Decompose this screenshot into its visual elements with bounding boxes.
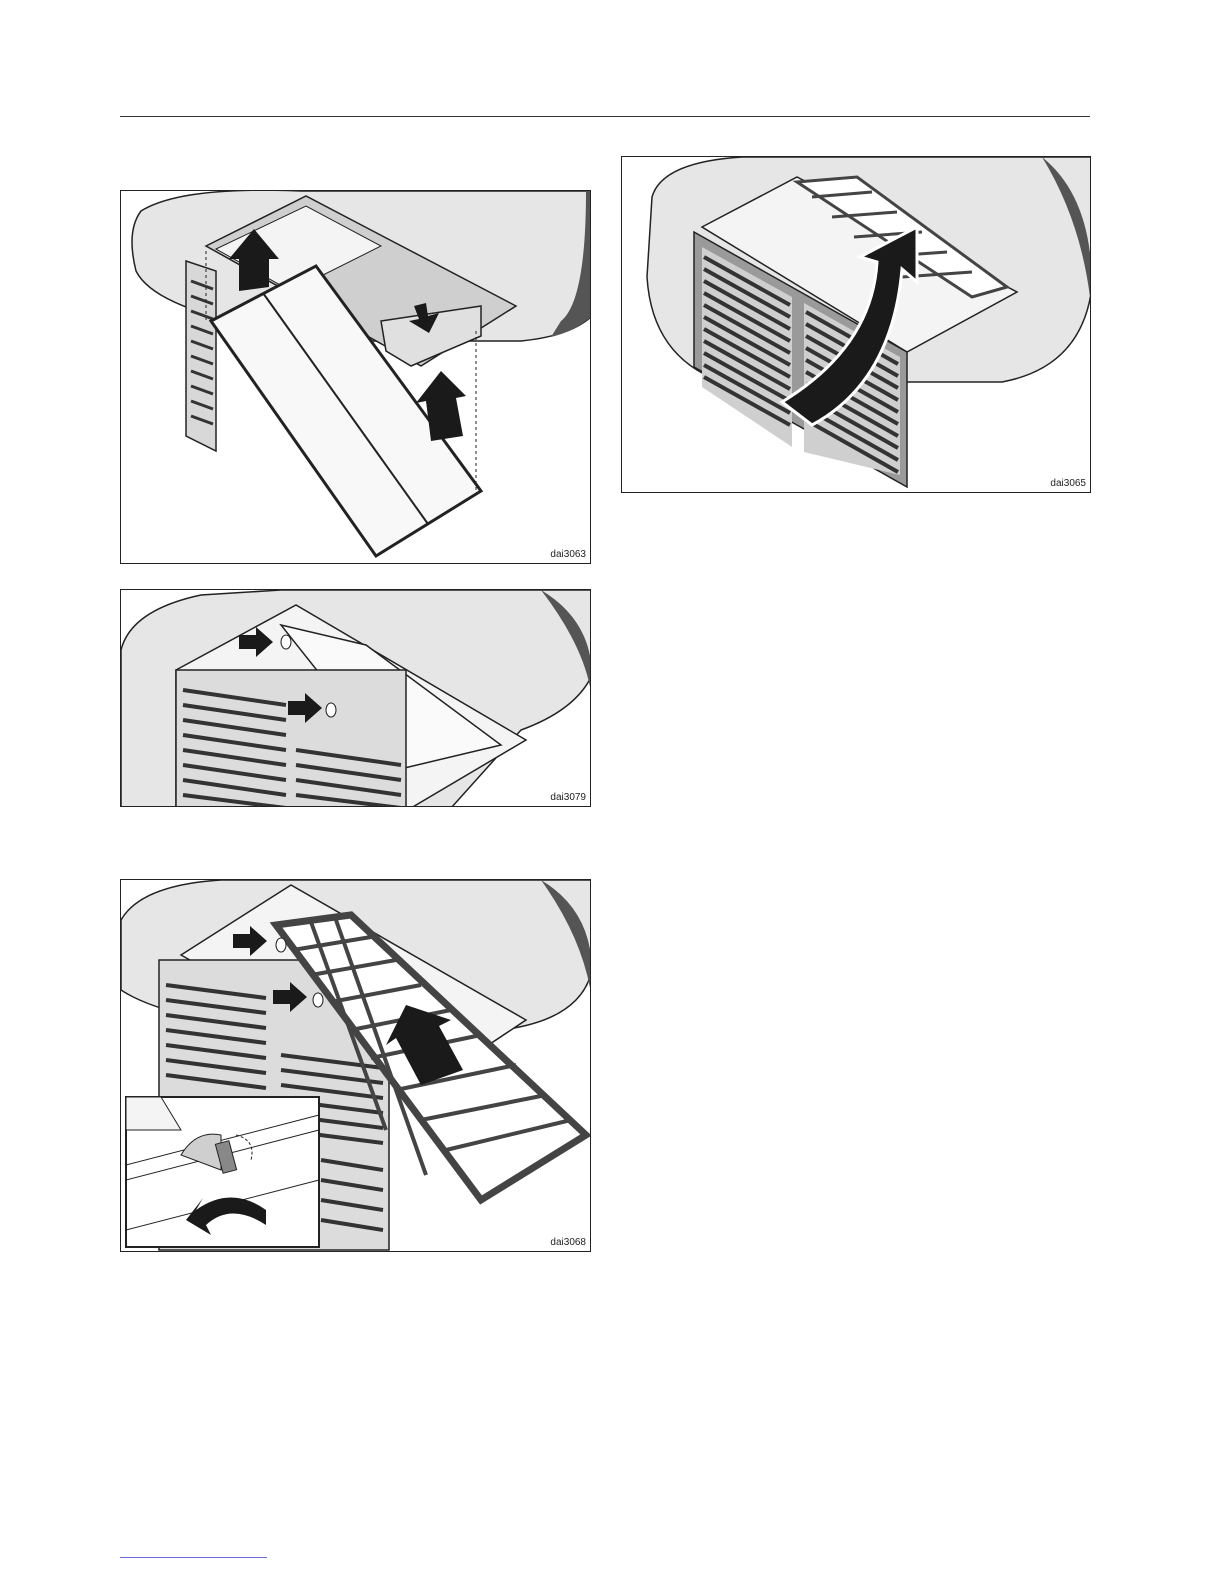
illustration-close-grille: [622, 157, 1091, 493]
illustration-cover-hinges: [121, 590, 591, 807]
illustration-install-filter: [121, 880, 591, 1252]
figure-dai3068: dai3068: [120, 879, 591, 1252]
figure-id-label: dai3065: [1050, 478, 1086, 489]
header-rule: [120, 116, 1090, 117]
illustration-remove-cover: [121, 191, 591, 564]
figure-id-label: dai3068: [550, 1237, 586, 1248]
figure-id-label: dai3063: [550, 549, 586, 560]
figure-dai3079: dai3079: [120, 589, 591, 807]
footer-rule: [120, 1557, 267, 1558]
figure-dai3065: dai3065: [621, 156, 1091, 493]
figure-dai3063: dai3063: [120, 190, 591, 564]
figure-id-label: dai3079: [550, 792, 586, 803]
